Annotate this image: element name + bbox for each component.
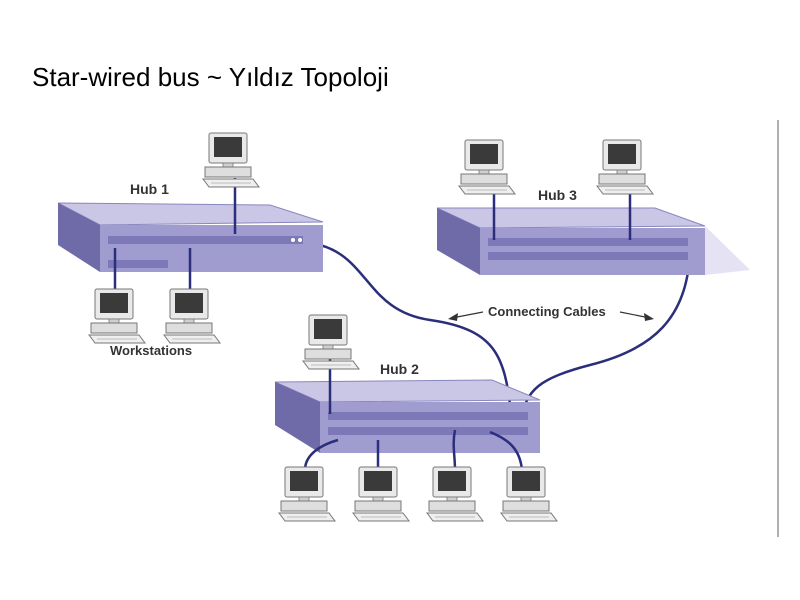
computer-icon	[302, 314, 360, 370]
connecting-cables-label: Connecting Cables	[488, 304, 606, 319]
computer-icon	[458, 139, 516, 195]
computer-icon	[500, 466, 558, 522]
arrow-icon	[448, 313, 458, 321]
workstations-label: Workstations	[110, 343, 192, 358]
computer-icon	[278, 466, 336, 522]
hub-3-label: Hub 3	[538, 187, 577, 203]
computer-icon	[88, 288, 146, 344]
connecting-cables-callout: Connecting Cables	[448, 304, 654, 321]
hub-1	[57, 202, 324, 272]
computer-icon	[163, 288, 221, 344]
hub-2	[274, 379, 541, 453]
computer-icon	[596, 139, 654, 195]
computer-icon	[202, 132, 260, 188]
slide-title: Star-wired bus ~ Yıldız Topoloji	[32, 62, 389, 92]
cable-hub3-hub2	[520, 244, 692, 421]
cable-hub1-hub2	[299, 240, 514, 421]
computer-icon	[426, 466, 484, 522]
arrow-icon	[644, 313, 654, 321]
computer-icon	[352, 466, 410, 522]
hub-1-label: Hub 1	[130, 181, 169, 197]
hub-2-label: Hub 2	[380, 361, 419, 377]
hub-3	[436, 207, 750, 275]
